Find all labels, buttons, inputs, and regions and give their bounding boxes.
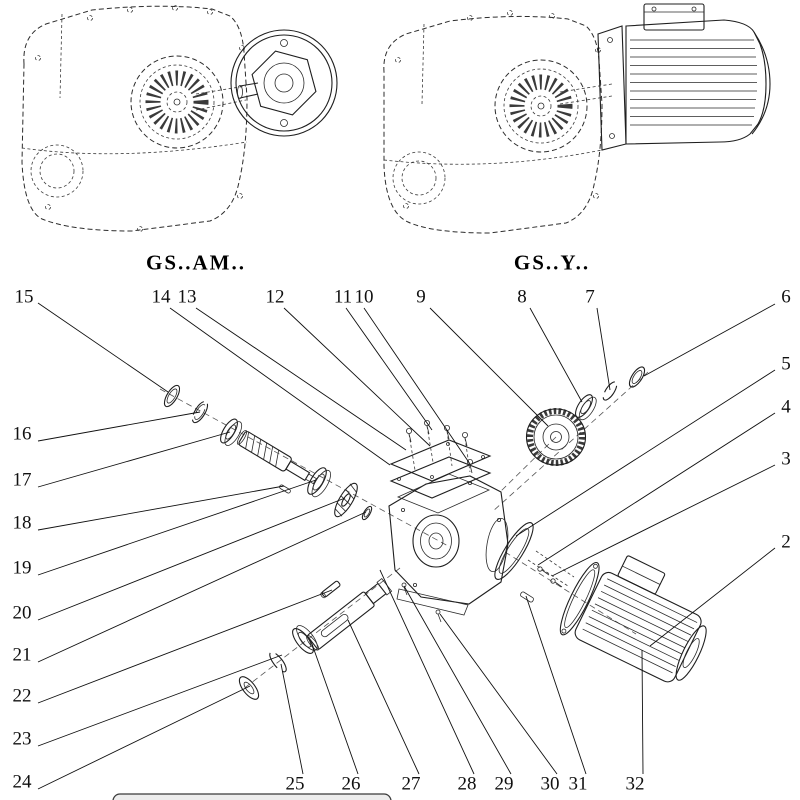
callout-10: 10 xyxy=(354,286,374,308)
callout-8: 8 xyxy=(517,286,527,308)
callout-14: 14 xyxy=(151,286,171,308)
part-bearing-26 xyxy=(292,625,318,654)
callout-29: 29 xyxy=(494,773,514,795)
gear-housing xyxy=(388,473,509,616)
callout-4: 4 xyxy=(781,396,791,418)
callout-30: 30 xyxy=(540,773,560,795)
callout-21: 21 xyxy=(12,644,32,666)
motor-side-assembly xyxy=(494,522,707,683)
part-key-31 xyxy=(520,591,534,603)
part-flange-ring-5 xyxy=(494,522,534,580)
part-bearing-17 xyxy=(220,418,243,446)
part-circlip-16 xyxy=(191,400,209,424)
callout-31: 31 xyxy=(568,773,588,795)
variant-label-am: GS..AM.. xyxy=(146,250,246,275)
part-worm-shaft-18 xyxy=(236,429,317,485)
part-ring-15 xyxy=(163,384,181,408)
callout-16: 16 xyxy=(12,423,32,445)
callout-12: 12 xyxy=(265,286,285,308)
output-flange xyxy=(230,29,338,137)
output-shaft-assembly xyxy=(238,578,442,700)
leader-lines xyxy=(37,302,776,790)
callout-6: 6 xyxy=(781,286,791,308)
partial-next-figure xyxy=(112,793,392,800)
variant-y-drawing xyxy=(383,3,771,234)
motor-attached xyxy=(597,3,771,151)
callout-5: 5 xyxy=(781,353,791,375)
part-pin-22 xyxy=(320,580,341,599)
part-bearing-8 xyxy=(574,394,597,421)
part-bolts-3-4 xyxy=(527,550,575,588)
callout-20: 20 xyxy=(12,602,32,624)
callout-26: 26 xyxy=(341,773,361,795)
part-bolt-29 xyxy=(401,582,408,596)
part-bolt-30 xyxy=(435,609,442,623)
part-gear-washer-20 xyxy=(334,482,358,518)
callout-9: 9 xyxy=(416,286,426,308)
part-ring-6 xyxy=(628,366,646,388)
callout-7: 7 xyxy=(585,286,595,308)
callout-19: 19 xyxy=(12,557,32,579)
callout-27: 27 xyxy=(401,773,421,795)
callout-28: 28 xyxy=(457,773,477,795)
callout-17: 17 xyxy=(12,469,32,491)
callout-25: 25 xyxy=(285,773,305,795)
assembly-axes xyxy=(159,371,649,691)
callout-2: 2 xyxy=(781,531,791,553)
callout-15: 15 xyxy=(14,286,34,308)
callout-13: 13 xyxy=(177,286,197,308)
part-output-shaft-27-28 xyxy=(306,578,393,651)
callout-32: 32 xyxy=(625,773,645,795)
callout-23: 23 xyxy=(12,728,32,750)
callout-24: 24 xyxy=(12,771,32,793)
part-circlip-7 xyxy=(602,381,618,401)
variant-label-y: GS..Y.. xyxy=(513,250,591,275)
part-gear-9 xyxy=(525,408,587,466)
callout-22: 22 xyxy=(12,685,32,707)
cover-plate-and-gasket xyxy=(389,439,492,499)
part-seal-24 xyxy=(238,676,260,700)
part-circlip-25 xyxy=(269,651,287,673)
motor-exploded-2-32 xyxy=(559,555,707,683)
callout-3: 3 xyxy=(781,448,791,470)
part-spacer-21 xyxy=(361,505,373,521)
callout-18: 18 xyxy=(12,512,32,534)
callout-11: 11 xyxy=(333,286,353,308)
bolt-holes-am xyxy=(35,5,245,232)
variant-am-drawing xyxy=(21,5,338,232)
cover-screws xyxy=(406,420,473,474)
input-shaft-assembly xyxy=(163,384,373,521)
bolt-holes-y xyxy=(395,10,601,209)
